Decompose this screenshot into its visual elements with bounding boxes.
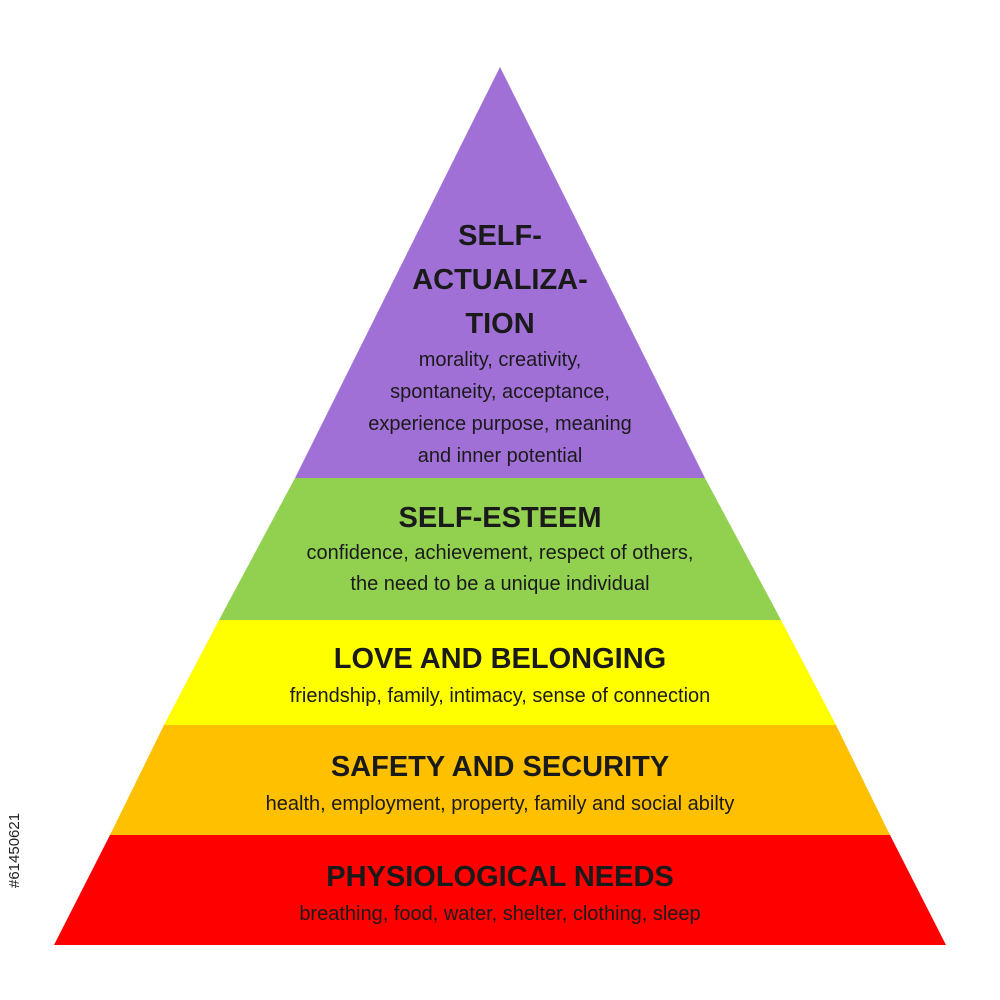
tier-safety-security: SAFETY AND SECURITY health, employment, … <box>150 746 850 820</box>
tier-self-actualization: SELF- ACTUALIZA- TION morality, creativi… <box>330 214 670 472</box>
tier-love-belonging: LOVE AND BELONGING friendship, family, i… <box>200 638 800 712</box>
tier-title: SAFETY AND SECURITY <box>330 751 670 783</box>
tier-title: SELF- ACTUALIZA- TION <box>412 220 588 340</box>
tier-description: breathing, food, water, shelter, clothin… <box>299 903 701 925</box>
tier-physiological: PHYSIOLOGICAL NEEDS breathing, food, wat… <box>100 856 900 930</box>
tier-safety-security-shape <box>110 725 890 835</box>
tier-self-actualization-shape <box>295 67 705 478</box>
tier-description: confidence, achievement, respect of othe… <box>306 542 694 595</box>
tier-description: friendship, family, intimacy, sense of c… <box>289 685 711 707</box>
tier-love-belonging-shape <box>164 620 836 725</box>
tier-description: health, employment, property, family and… <box>265 793 735 815</box>
tier-title: SELF-ESTEEM <box>398 502 602 534</box>
tier-physiological-shape <box>54 835 946 945</box>
tier-self-esteem: SELF-ESTEEM confidence, achievement, res… <box>240 498 760 600</box>
tier-self-esteem-shape <box>219 478 781 620</box>
tier-description: morality, creativity, spontaneity, accep… <box>368 349 632 467</box>
stock-id-watermark: #61450621 <box>6 812 23 888</box>
tier-title: PHYSIOLOGICAL NEEDS <box>326 861 674 893</box>
tier-title: LOVE AND BELONGING <box>333 643 667 675</box>
